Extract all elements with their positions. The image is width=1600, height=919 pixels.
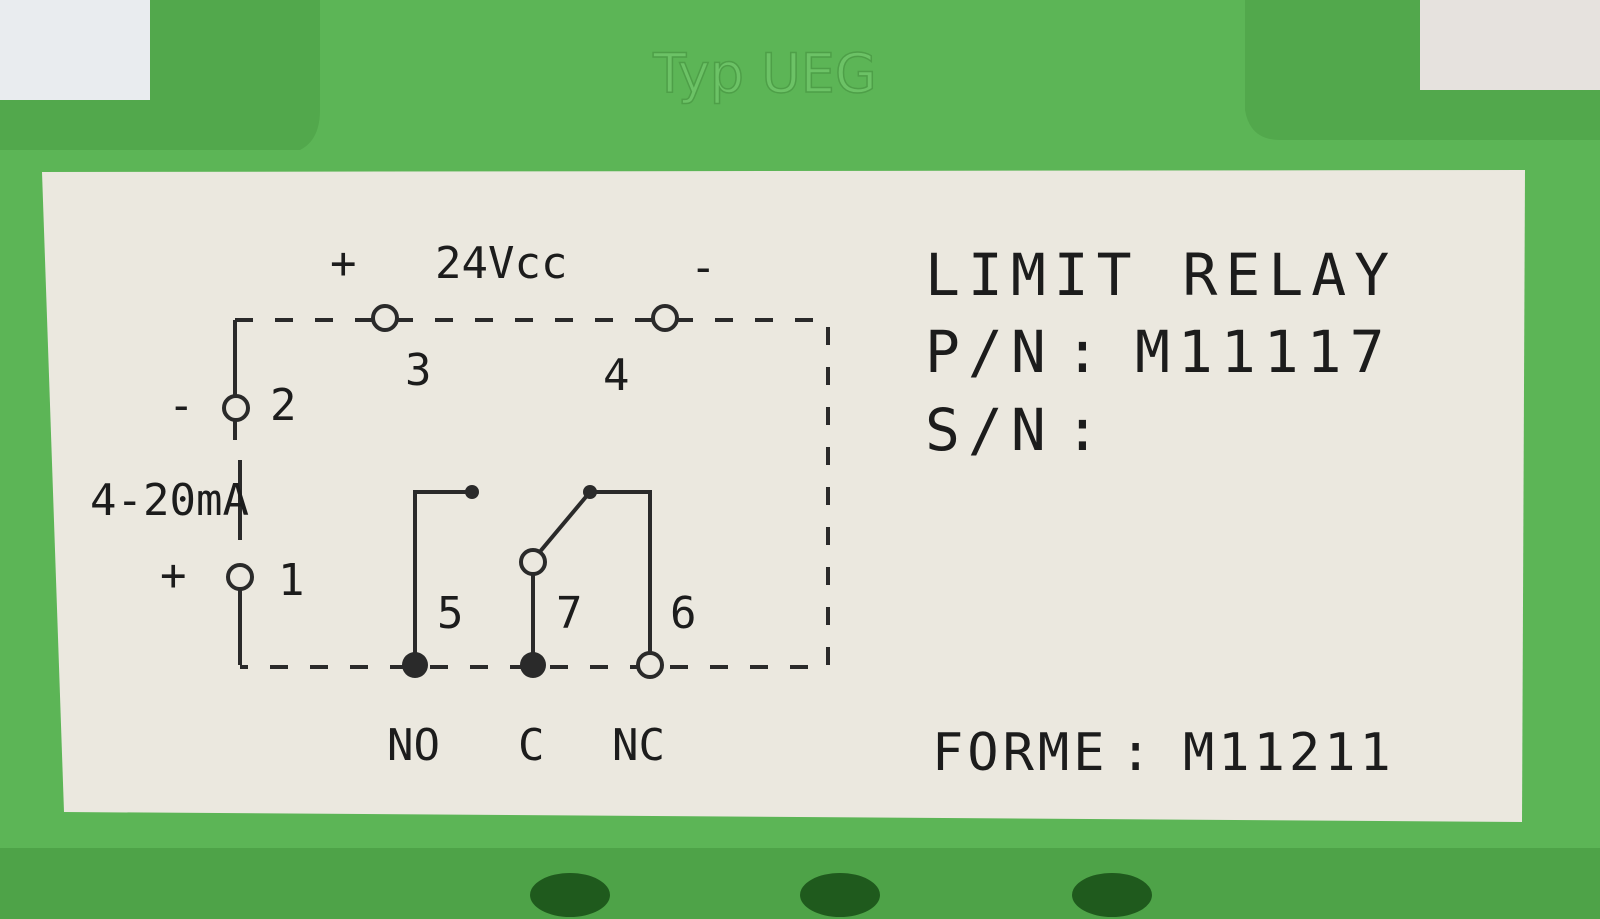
terminal-7-pivot	[519, 548, 547, 576]
terminal-c-dot	[520, 652, 546, 678]
terminal-1-label: 1	[278, 555, 305, 606]
terminal-4-dot	[651, 304, 679, 332]
product-title: LIMIT RELAY	[925, 241, 1397, 309]
terminal-2-label: 2	[270, 380, 297, 431]
supply-label: 24Vcc	[435, 238, 567, 289]
pn-value: M11117	[1135, 318, 1393, 386]
housing-tab-right	[1245, 0, 1600, 140]
terminal-2-dot	[222, 394, 250, 422]
pn-label: P/N	[925, 318, 1054, 386]
forme-label: FORME	[932, 723, 1109, 783]
input-label: 4-20mA	[90, 475, 249, 526]
no-contact-dot	[465, 485, 479, 499]
terminal-7-label: 7	[556, 588, 583, 639]
background-right	[1420, 0, 1600, 90]
switch-contact-dot	[583, 485, 597, 499]
terminal-6-dot	[636, 651, 664, 679]
forme-value: M11211	[1183, 723, 1395, 783]
contact-nc-label: NC	[612, 720, 665, 771]
embossed-type-text: Typ UEG	[652, 42, 876, 105]
input-plus: +	[160, 550, 187, 601]
bottom-hole	[800, 873, 880, 917]
terminal-3-label: 3	[405, 345, 432, 396]
sn-label: S/N	[925, 396, 1054, 464]
wiring-diagram	[222, 304, 830, 679]
contact-c-label: C	[518, 720, 545, 771]
background-left	[0, 0, 150, 100]
terminal-5-label: 5	[437, 588, 464, 639]
input-minus: -	[168, 380, 195, 431]
terminal-1-dot	[226, 563, 254, 591]
supply-minus: -	[690, 242, 717, 293]
terminal-4-label: 4	[603, 350, 630, 401]
bottom-hole	[530, 873, 610, 917]
housing-tab-left	[0, 0, 320, 150]
pn-separator: :	[1065, 318, 1108, 386]
sn-separator: :	[1065, 396, 1108, 464]
contact-no-label: NO	[387, 720, 440, 771]
forme-separator: :	[1120, 723, 1155, 783]
supply-plus: +	[330, 238, 357, 289]
bottom-hole	[1072, 873, 1152, 917]
terminal-3-dot	[371, 304, 399, 332]
terminal-6-label: 6	[670, 588, 697, 639]
housing-bottom	[0, 848, 1600, 919]
terminal-5-dot	[402, 652, 428, 678]
